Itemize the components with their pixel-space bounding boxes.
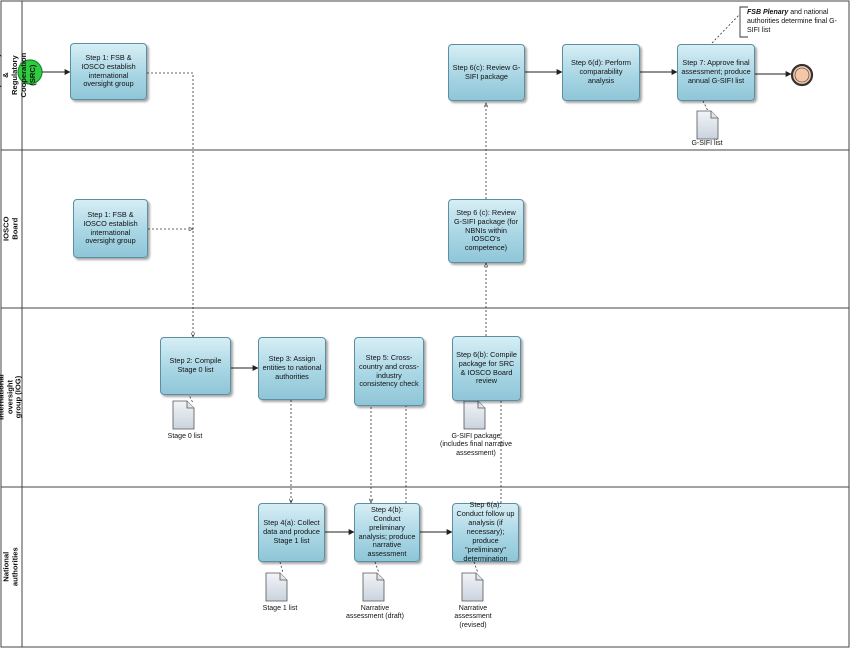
assoc-gsifi-list [702, 100, 709, 112]
lane-label-national: National authorities [1, 547, 19, 587]
step4b-box[interactable]: Step 4(b): Conduct preliminary analysis;… [354, 503, 420, 562]
step6d-box[interactable]: Step 6(d): Perform comparability analysi… [562, 44, 640, 101]
document-icon [696, 110, 719, 140]
step6b-box[interactable]: Step 6(b): Compile package for SRC & IOS… [452, 336, 521, 401]
annotation-bracket [739, 6, 748, 38]
assoc-stage1-list [279, 561, 284, 574]
step1-iosco-box[interactable]: Step 1: FSB & IOSCO establish internatio… [73, 199, 148, 258]
gsifi-list-label: G-SIFI list [691, 140, 723, 147]
msg-src-step1-to-step2 [147, 72, 193, 337]
document-icon [463, 400, 486, 430]
end-event-inner [794, 67, 810, 83]
document-icon [172, 400, 195, 430]
lane-label-src: FSB SC on Supervisory & Regulatory Coope… [0, 53, 37, 98]
lane-label-iog: International oversight group (IOG) [0, 374, 24, 421]
stage1-list-label: Stage 1 list [262, 605, 298, 612]
document-icon [461, 572, 484, 602]
step2-box[interactable]: Step 2: Compile Stage 0 list [160, 337, 231, 395]
document-icon [265, 572, 288, 602]
document-icon [362, 572, 385, 602]
step3-box[interactable]: Step 3: Assign entities to national auth… [258, 337, 326, 400]
step6c-iosco-box[interactable]: Step 6 (c): Review G-SIFI package (for N… [448, 199, 524, 263]
annotation-text: FSB Plenary and national authorities det… [747, 9, 847, 35]
step4a-box[interactable]: Step 4(a): Collect data and produce Stag… [258, 503, 325, 562]
lane-label-iosco: IOSCO Board [1, 216, 20, 242]
step5-box[interactable]: Step 5: Cross-country and cross-industry… [354, 337, 424, 406]
step7-box[interactable]: Step 7: Approve final assessment; produc… [677, 44, 755, 101]
annotation-rest: and national authorities determine final… [747, 9, 837, 34]
narrative-draft-label: Narrative assessment (draft) [346, 605, 404, 621]
stage0-list-label: Stage 0 list [167, 433, 203, 440]
narrative-revised-label: Narrative assessment (revised) [454, 605, 492, 629]
step6c-src-box[interactable]: Step 6(c): Review G-SIFI package [448, 44, 525, 101]
assoc-narrative-revised [473, 561, 479, 574]
step6a-box[interactable]: Step 6(a): Conduct follow up analysis (i… [452, 500, 519, 563]
annotation-bold: FSB Plenary [747, 9, 789, 16]
assoc-narrative-draft [374, 561, 380, 574]
assoc-annotation [711, 13, 741, 44]
gsifi-package-label: G-SIFI package (includes final narrative… [440, 433, 512, 457]
step1-src-box[interactable]: Step 1: FSB & IOSCO establish internatio… [70, 43, 147, 100]
